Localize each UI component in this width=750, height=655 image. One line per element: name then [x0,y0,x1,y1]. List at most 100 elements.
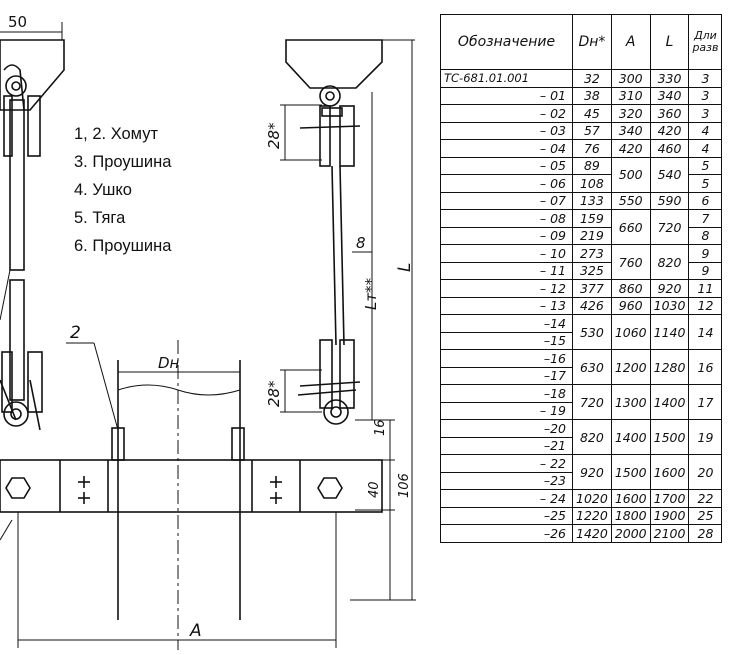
table-cell: 460 [649,139,690,158]
table-cell: – 05 [440,156,573,175]
dim-width-A: A [189,621,202,641]
table-cell: –16 [440,349,573,368]
table-cell: – 03 [440,121,573,140]
table-cell: 9 [688,244,723,263]
table-cell: 1500 [610,454,651,490]
table-cell: – 13 [440,296,573,315]
table-cell: 720 [572,384,612,420]
table-cell: 11 [688,279,723,298]
table-cell: 3 [688,104,723,123]
table-cell: –14 [440,314,573,333]
table-cell: 1020 [572,489,612,508]
table-cell: 22 [688,489,723,508]
table-cell: 7 [688,209,723,228]
table-cell: – 07 [440,191,573,210]
table-cell: – 08 [440,209,573,228]
table-cell: – 04 [440,139,573,158]
table-cell: 12 [688,296,723,315]
table-cell: 76 [572,139,612,158]
table-cell: 550 [610,191,651,210]
spec-table: Обозначение Dн* A L Дли разв ТС-681.01.0… [440,14,723,543]
table-cell: – 06 [440,174,573,193]
table-cell: 5 [688,156,723,175]
table-cell: 9 [688,261,723,280]
table-cell: –17 [440,366,573,385]
table-cell: 310 [610,86,651,105]
table-cell: 1280 [649,349,690,385]
table-cell: 360 [649,104,690,123]
col-length: Дли разв [688,14,723,70]
table-cell: 590 [649,191,690,210]
table-cell: 1140 [649,314,690,350]
table-cell: 28 [688,524,723,543]
table-cell: – 19 [440,401,573,420]
callout-2: 2 [70,323,81,343]
table-cell: 1600 [649,454,690,490]
col-l: L [649,14,690,70]
table-cell: 273 [572,244,612,263]
table-cell: 760 [610,244,651,280]
table-cell: 660 [610,209,651,245]
table-cell: 540 [649,156,690,193]
table-cell: 133 [572,191,612,210]
table-cell: 1200 [610,349,651,385]
table-cell: 4 [688,121,723,140]
table-cell: 377 [572,279,612,298]
table-cell: 8 [688,226,723,245]
table-cell: 45 [572,104,612,123]
table-cell: 300 [610,69,651,88]
col-dn: Dн* [572,14,612,70]
table-cell: 920 [649,279,690,298]
col-a: A [610,14,651,70]
table-cell: 25 [688,506,723,525]
dim-rod-dia: 8 [356,234,366,252]
table-cell: 1220 [572,506,612,525]
table-cell: 219 [572,226,612,245]
dim-length-Lt: Lт** [362,277,380,310]
table-cell: 500 [610,156,651,193]
table-cell: 420 [649,121,690,140]
table-cell: –20 [440,419,573,438]
table-cell: 1300 [610,384,651,420]
table-cell: 426 [572,296,612,315]
table-cell: 1060 [610,314,651,350]
table-cell: 108 [572,174,612,193]
table-cell: 1420 [572,524,612,543]
legend-item: 3. Проушина [74,153,172,171]
table-cell: ТС-681.01.001 [440,69,573,88]
table-cell: – 02 [440,104,573,123]
table-cell: 1700 [649,489,690,508]
table-cell: 57 [572,121,612,140]
dim-pipe-dia: Dн [158,354,180,372]
legend-item: 5. Тяга [74,209,126,227]
table-cell: 2000 [610,524,651,543]
table-cell: 2100 [649,524,690,543]
table-cell: 530 [572,314,612,350]
table-cell: 320 [610,104,651,123]
table-cell: 89 [572,156,612,175]
table-cell: 1400 [610,419,651,455]
table-cell: –25 [440,506,573,525]
col-designation: Обозначение [440,14,573,70]
table-cell: – 22 [440,454,573,473]
table-cell: 17 [688,384,723,420]
table-cell: – 11 [440,261,573,280]
table-cell: – 12 [440,279,573,298]
table-cell: 5 [688,174,723,193]
